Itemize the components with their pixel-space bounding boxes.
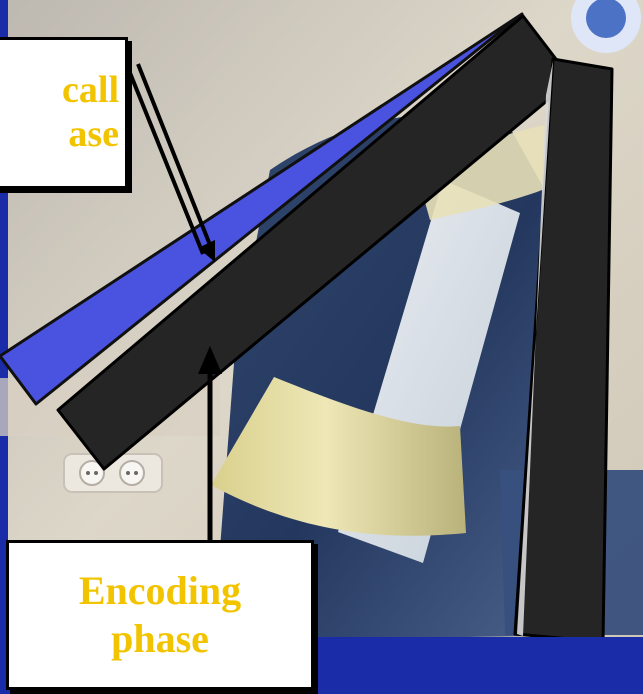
recall-phase-text: call ase — [0, 69, 123, 156]
encoding-phase-text: Encoding phase — [79, 567, 241, 663]
outlet-hole-4 — [134, 471, 138, 475]
outlet-hole-2 — [94, 471, 98, 475]
outlet-socket-2 — [120, 461, 144, 485]
outlet-hole-1 — [86, 471, 90, 475]
encoding-phase-label: Encoding phase — [6, 540, 314, 690]
outlet-hole-3 — [126, 471, 130, 475]
recall-phase-label: call ase — [0, 37, 128, 189]
